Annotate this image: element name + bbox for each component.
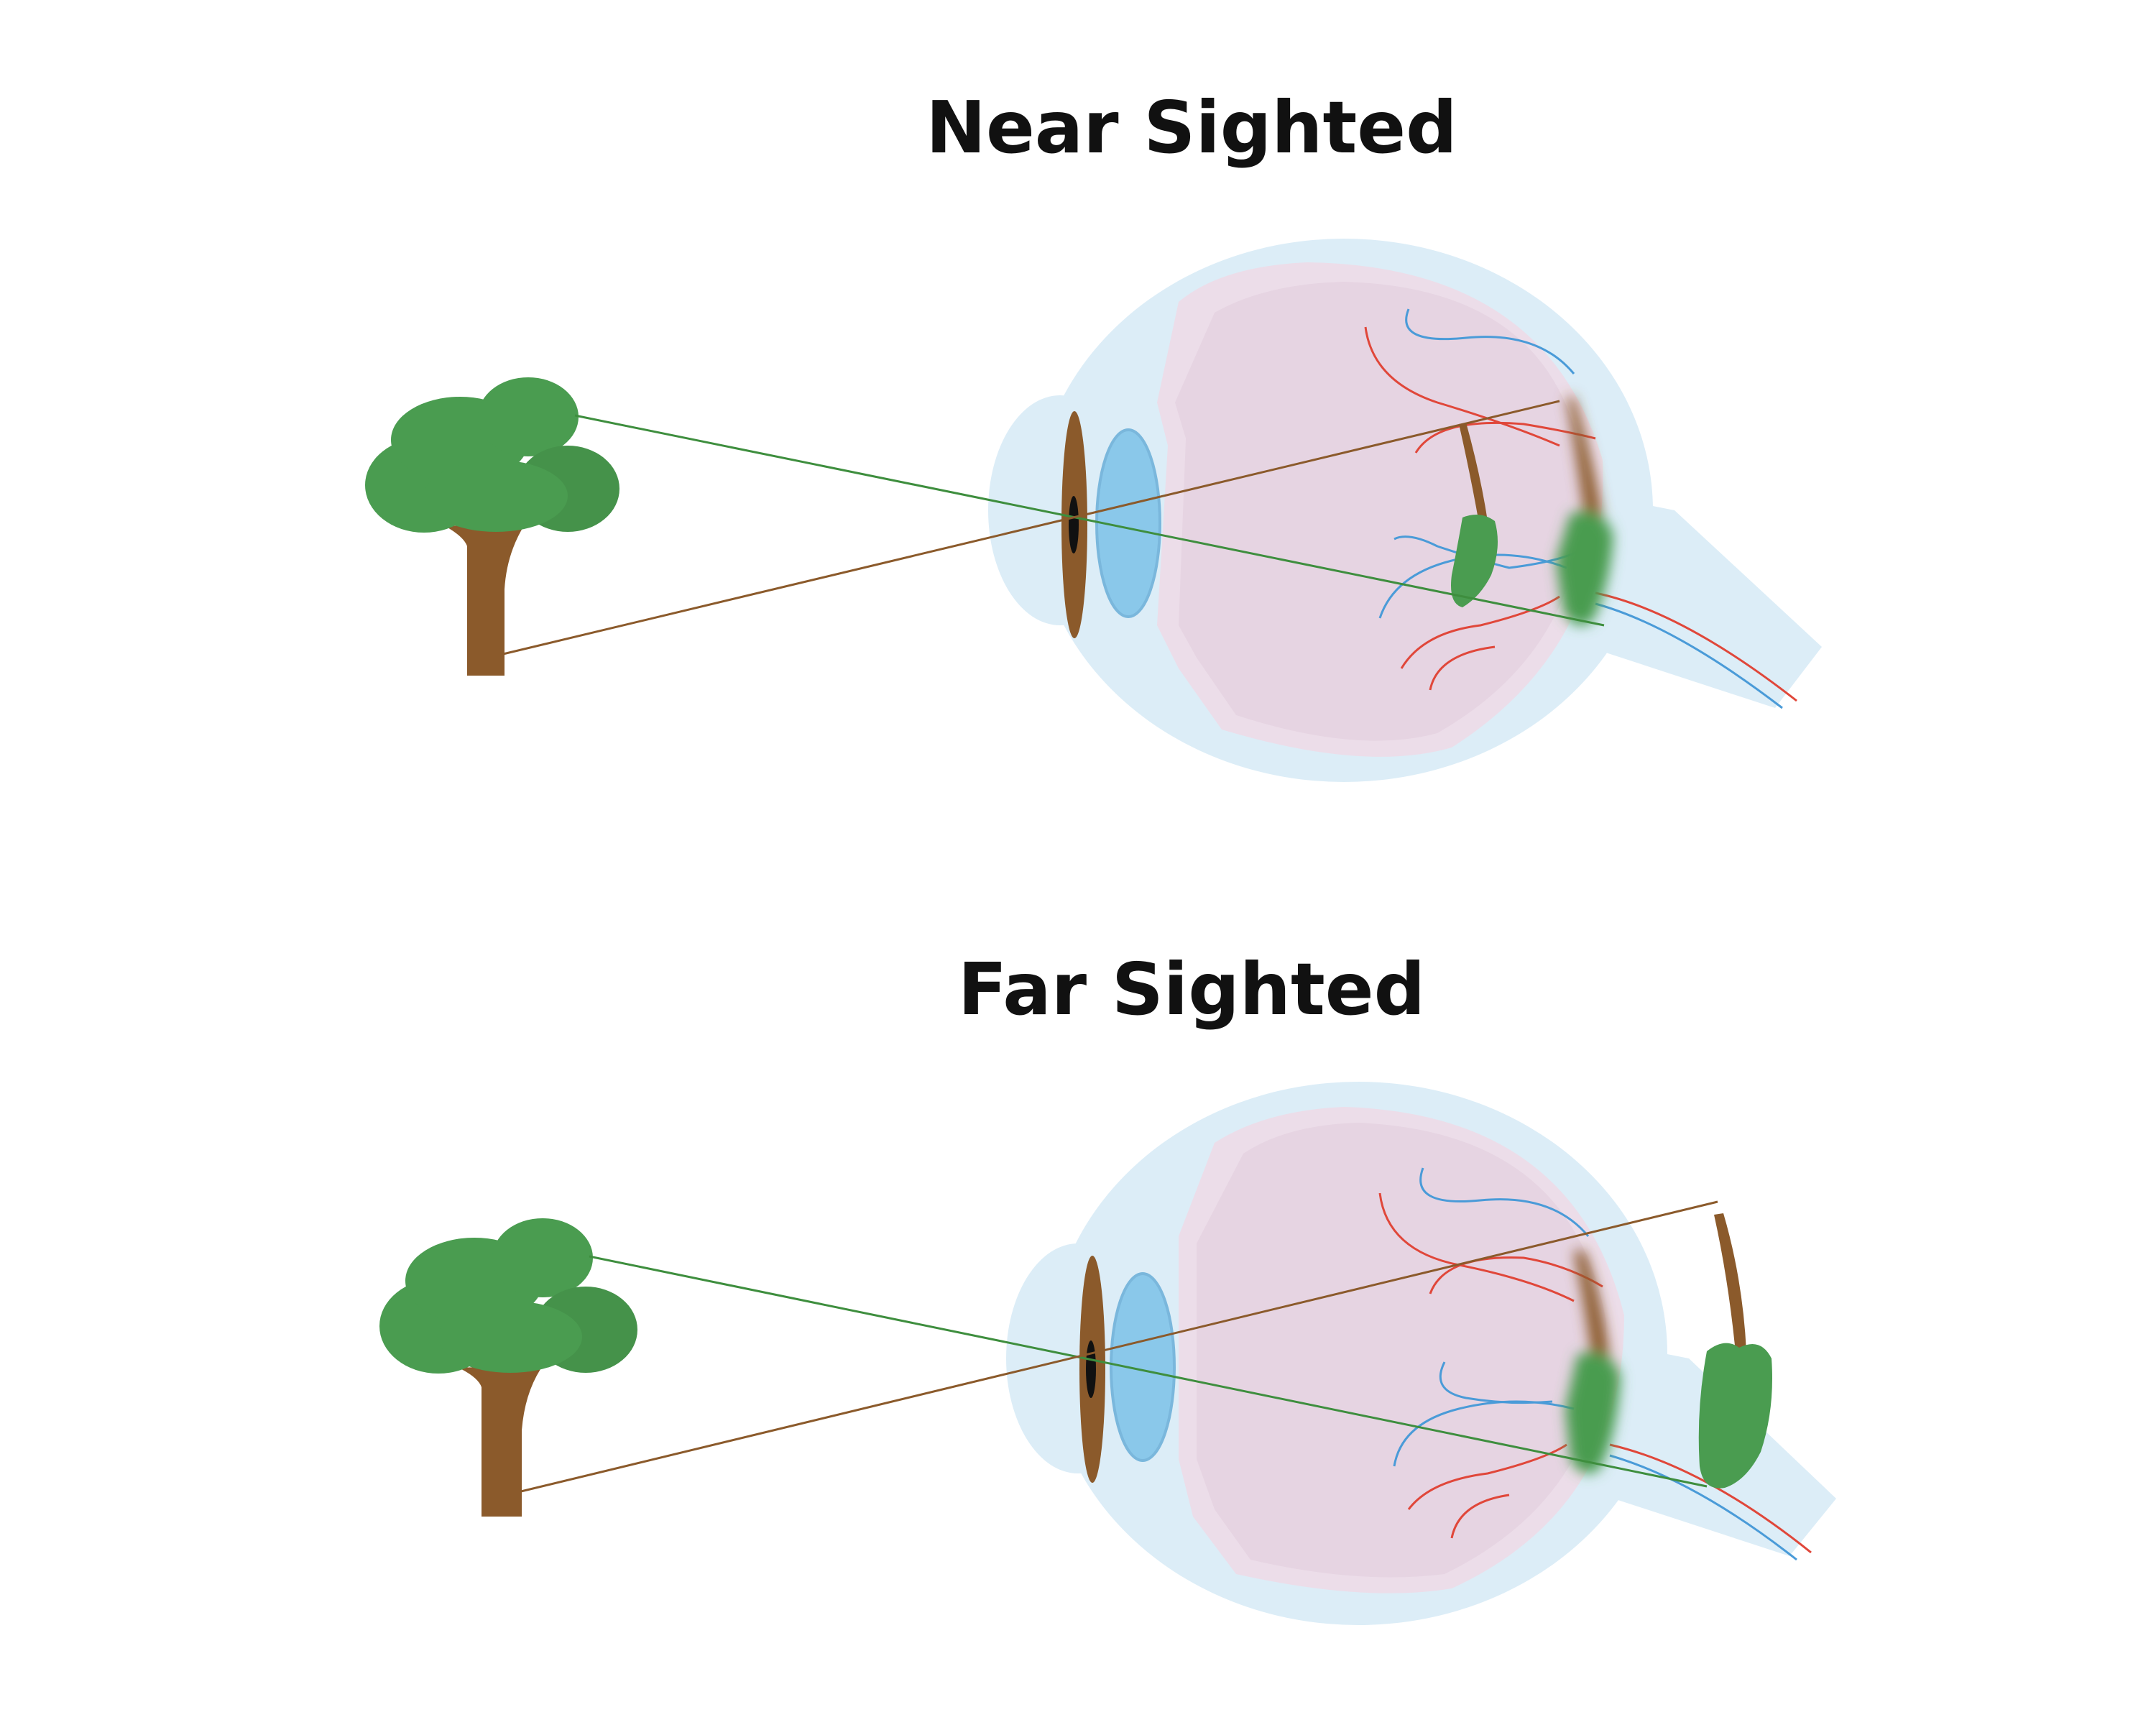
pupil: [1069, 496, 1079, 553]
light-rays: [520, 1200, 1718, 1493]
vitreous-inner: [1197, 1123, 1606, 1578]
pupil: [1086, 1340, 1096, 1398]
lens: [1095, 428, 1161, 618]
near-sighted-title: Near Sighted: [926, 86, 1457, 170]
lens: [1110, 1272, 1176, 1462]
far-sighted-title: Far Sighted: [957, 947, 1426, 1031]
near-sighted-diagram: [365, 239, 1822, 782]
light-rays: [502, 400, 1605, 656]
focused-image-icon: [1698, 1213, 1772, 1489]
ray-top: [589, 1255, 1708, 1488]
object-tree-icon: [365, 377, 619, 676]
retina-blurred-image: [1565, 1251, 1621, 1473]
focused-image-icon: [1451, 423, 1498, 607]
vitreous-inner: [1175, 282, 1585, 741]
ray-top: [574, 414, 1605, 627]
object-tree-icon: [379, 1218, 637, 1517]
retina-blurred-image: [1556, 397, 1613, 625]
ray-bottom: [520, 1200, 1718, 1493]
eyeball: [1006, 1082, 1836, 1625]
eyeball: [988, 239, 1822, 782]
far-sighted-diagram: [379, 1082, 1836, 1625]
ray-bottom: [502, 400, 1560, 656]
